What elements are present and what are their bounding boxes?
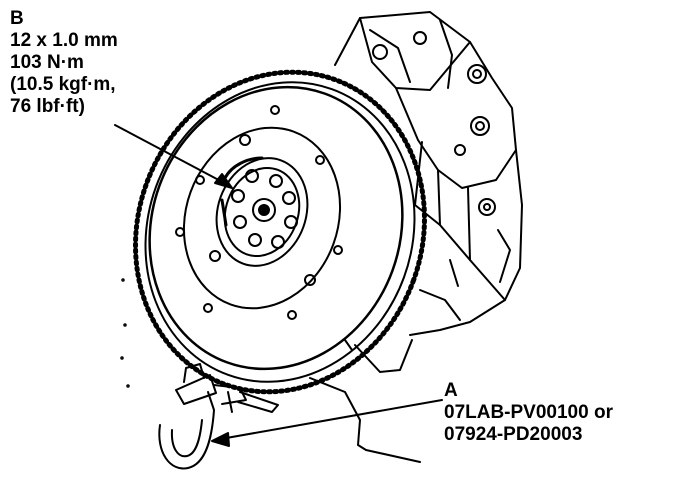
callout-b-torque-kgfm: (10.5 kgf·m, [10,74,116,95]
callout-b-bolt-spec: B 12 x 1.0 mm 103 N·m (10.5 kgf·m, 76 lb… [10,8,118,118]
callout-a-letter: A [444,380,458,401]
callout-a-tool-line-2: 07924-PD20003 [444,424,583,445]
callout-b-torque-nm: 103 N·m [10,52,84,73]
callout-b-bolt-size: 12 x 1.0 mm [10,30,118,51]
ring-gear [133,69,427,395]
callout-b-torque-lbfft: 76 lbf·ft) [10,96,85,117]
flywheel-plate [148,85,404,371]
speckles [120,278,130,388]
leader-lines [114,124,443,447]
callout-a-tool-number: A 07LAB-PV00100 or 07924-PD20003 [444,380,613,446]
engine-block [334,11,523,373]
callout-a-tool-line-1: 07LAB-PV00100 or [444,402,613,423]
callout-b-letter: B [10,8,24,29]
flywheel-holder-tool [158,363,421,470]
flywheel-bolts [231,169,298,249]
